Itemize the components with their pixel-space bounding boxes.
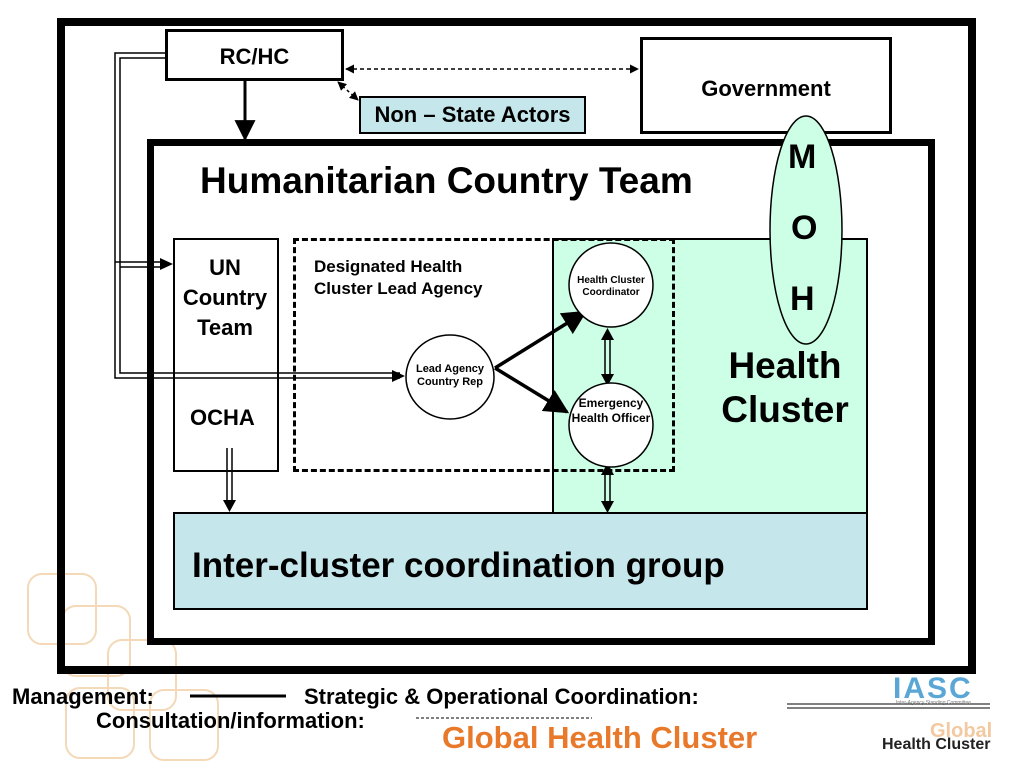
government-box: Government [640, 37, 892, 134]
moh-letter-h: H [790, 280, 815, 318]
non-state-actors-label: Non – State Actors [374, 102, 571, 127]
officer-intercluster-link [604, 472, 611, 504]
inter-cluster-label: Inter-cluster coordination group [192, 546, 725, 585]
outer-frame [57, 18, 976, 674]
arrow-head-up [601, 328, 614, 340]
iasc-logo: IASC [893, 672, 973, 705]
arrow-head-down [601, 374, 614, 386]
hct-title: Humanitarian Country Team [200, 160, 693, 201]
coordinator-officer-link [604, 336, 611, 378]
iasc-subtitle: Inter-Agency Standing Committee [896, 700, 972, 706]
rc-hc-label: RC/HC [219, 44, 290, 69]
arrow-head-lead-rep [392, 370, 405, 382]
un-country-team-label: UN Country Team [182, 255, 268, 340]
arrow-head-intercluster [223, 500, 236, 512]
lead-agency-rep-label: Lead Agency Country Rep [415, 363, 485, 388]
government-label: Government [701, 76, 831, 101]
arrow-head-un-team [160, 258, 173, 270]
moh-letter-m: M [788, 138, 817, 176]
health-cluster-label: Health Cluster [721, 345, 849, 430]
coordinator-circle [568, 242, 654, 328]
officer-circle [568, 382, 654, 468]
ghc-logo-global: Global [930, 720, 993, 742]
hct-frame [147, 139, 935, 645]
moh-ellipse [769, 115, 843, 345]
legend-strategic-label: Strategic & Operational Coordination: [304, 684, 699, 709]
ocha-label: OCHA [190, 405, 255, 430]
arrow-head-up-2 [601, 463, 614, 475]
decor-square [107, 639, 177, 711]
coordinator-label: Health Cluster Coordinator [577, 275, 645, 298]
rc-to-non-state-dashed [337, 81, 359, 101]
moh-letter-o: O [791, 209, 818, 247]
un-country-team-box [173, 238, 279, 472]
legend-strategic-line [787, 703, 990, 709]
global-health-cluster-banner: Global Health Cluster [442, 720, 758, 755]
non-state-actors-box: Non – State Actors [359, 96, 586, 134]
legend-management-label: Management: [12, 684, 154, 709]
decor-square [149, 689, 219, 761]
lead-agency-rep-circle [405, 334, 495, 420]
designated-agency-label: Designated Health Cluster Lead Agency [314, 257, 483, 298]
decor-square [65, 687, 135, 759]
inter-cluster-box [173, 512, 868, 610]
ocha-to-intercluster-line [226, 448, 233, 502]
ghc-logo-health-cluster: Health Cluster [882, 736, 991, 753]
designated-agency-box [293, 238, 675, 472]
arrow-head-down-2 [601, 501, 614, 513]
officer-label: Emergency Health Officer [571, 396, 651, 425]
rc-management-double-line [114, 52, 400, 379]
rc-hc-box: RC/HC [165, 29, 344, 81]
legend-consultation-label: Consultation/information: [96, 708, 365, 733]
rep-to-coordinator-arrow [494, 310, 588, 370]
rep-to-officer-arrow [494, 366, 570, 414]
